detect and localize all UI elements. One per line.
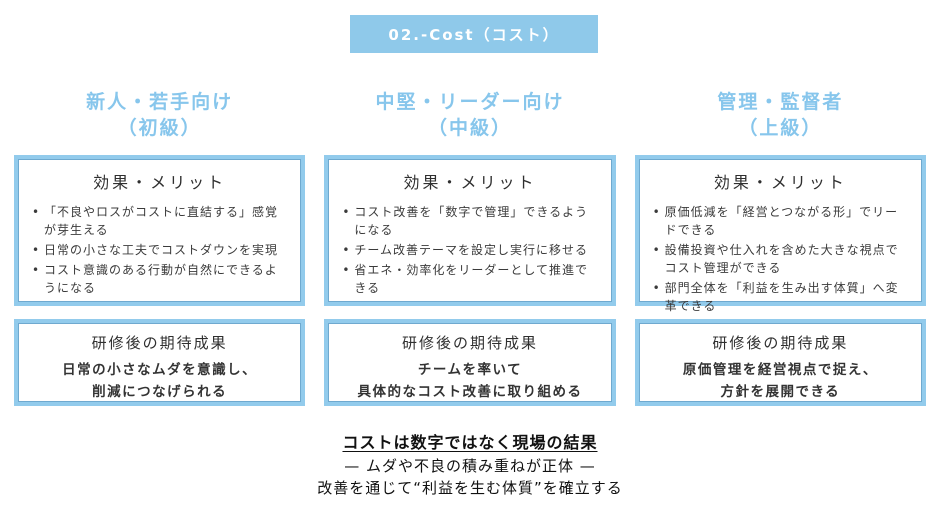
outcome-line1: 日常の小さなムダを意識し、	[62, 362, 258, 378]
effects-bullet: 設備投資や仕入れを含めた大きな視点でコスト管理ができる	[651, 241, 910, 277]
column-header-line2: （中級）	[427, 116, 512, 139]
outcome-line2: 方針を展開できる	[720, 383, 841, 400]
summary-subline: — ムダや不良の積み重ねが正体 —	[344, 457, 596, 475]
outcome-box-title: 研修後の期待成果	[91, 334, 228, 352]
column-advanced: 管理・監督者 （上級） 効果・メリット 原価低減を「経営とつながる形」でリードで…	[634, 90, 926, 406]
effects-bullet: コスト改善を「数字で管理」できるようになる	[340, 203, 599, 239]
column-header-line1: 中堅・リーダー向け	[375, 91, 565, 113]
outcome-line1: チームを率いて	[417, 362, 523, 378]
effects-box-title: 効果・メリット	[713, 173, 847, 192]
outcome-box-intermediate: 研修後の期待成果 チームを率いて 具体的なコスト改善に取り組める	[324, 319, 616, 406]
effects-bullet: 日常の小さな工夫でコストダウンを実現	[30, 241, 289, 259]
summary-headline: コストは数字ではなく現場の結果	[342, 433, 598, 452]
outcome-line2: 具体的なコスト改善に取り組める	[357, 383, 583, 400]
effects-box-title: 効果・メリット	[403, 173, 537, 192]
outcome-box-advanced: 研修後の期待成果 原価管理を経営視点で捉え、 方針を展開できる	[634, 319, 926, 406]
outcome-box-beginner: 研修後の期待成果 日常の小さなムダを意識し、 削減につなげられる	[14, 319, 306, 406]
outcome-line2: 削減につなげられる	[92, 383, 228, 400]
effects-box-intermediate: 効果・メリット コスト改善を「数字で管理」できるようになる チーム改善テーマを設…	[324, 155, 616, 306]
column-advanced-header: 管理・監督者 （上級）	[635, 90, 926, 147]
outcome-box-title: 研修後の期待成果	[712, 334, 849, 352]
outcome-line1: 原価管理を経営視点で捉え、	[682, 362, 878, 378]
column-header-line2: （上級）	[738, 116, 823, 139]
outcome-text: 日常の小さなムダを意識し、 削減につなげられる	[28, 360, 291, 403]
section-banner: 02.-Cost（コスト）	[350, 15, 598, 53]
section-banner-title: 02.-Cost（コスト）	[388, 25, 560, 44]
effects-bullet: チーム改善テーマを設定し実行に移せる	[340, 241, 599, 259]
column-header-line1: 管理・監督者	[717, 91, 844, 113]
effects-bullet: コスト意識のある行動が自然にできるようになる	[30, 261, 289, 297]
effects-bullet: 部門全体を「利益を生み出す体質」へ変革できる	[651, 279, 910, 315]
level-columns: 新人・若手向け （初級） 効果・メリット 「不良やロスがコストに直結する」感覚が…	[14, 90, 926, 406]
effects-bullet-list: 原価低減を「経営とつながる形」でリードできる 設備投資や仕入れを含めた大きな視点…	[651, 203, 910, 315]
effects-box-title: 効果・メリット	[93, 173, 227, 192]
column-intermediate-header: 中堅・リーダー向け （中級）	[324, 90, 615, 147]
effects-bullet: 省エネ・効率化をリーダーとして推進できる	[340, 261, 599, 297]
summary-conclusion: 改善を通じて“利益を生む体質”を確立する	[317, 478, 623, 497]
column-beginner-header: 新人・若手向け （初級）	[14, 90, 305, 147]
effects-bullet: 原価低減を「経営とつながる形」でリードできる	[651, 203, 910, 239]
outcome-text: 原価管理を経営視点で捉え、 方針を展開できる	[649, 360, 912, 403]
outcome-text: チームを率いて 具体的なコスト改善に取り組める	[338, 360, 601, 403]
effects-box-beginner: 効果・メリット 「不良やロスがコストに直結する」感覚が芽生える 日常の小さな工夫…	[14, 155, 306, 306]
summary-footer: コストは数字ではなく現場の結果 — ムダや不良の積み重ねが正体 — 改善を通じて…	[0, 429, 940, 500]
effects-bullet-list: コスト改善を「数字で管理」できるようになる チーム改善テーマを設定し実行に移せる…	[340, 203, 599, 297]
effects-bullet: 「不良やロスがコストに直結する」感覚が芽生える	[30, 203, 289, 239]
outcome-box-title: 研修後の期待成果	[401, 334, 538, 352]
column-header-line1: 新人・若手向け	[86, 91, 234, 113]
column-beginner: 新人・若手向け （初級） 効果・メリット 「不良やロスがコストに直結する」感覚が…	[14, 90, 306, 406]
effects-box-advanced: 効果・メリット 原価低減を「経営とつながる形」でリードできる 設備投資や仕入れを…	[634, 155, 926, 313]
column-intermediate: 中堅・リーダー向け （中級） 効果・メリット コスト改善を「数字で管理」できるよ…	[324, 90, 616, 406]
column-header-line2: （初級）	[117, 116, 202, 139]
effects-bullet-list: 「不良やロスがコストに直結する」感覚が芽生える 日常の小さな工夫でコストダウンを…	[30, 203, 289, 297]
